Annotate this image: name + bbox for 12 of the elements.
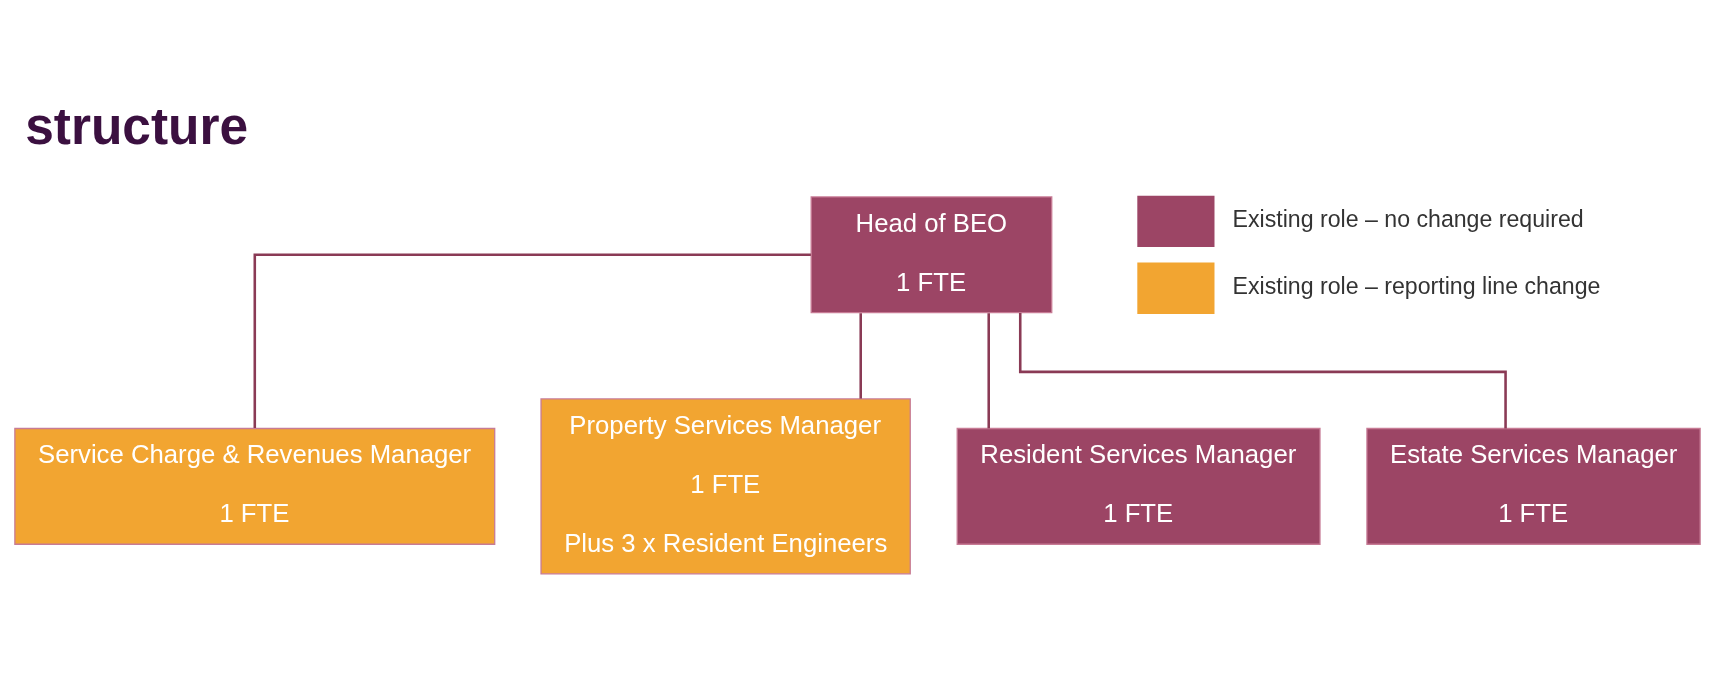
connector: [1018, 313, 1507, 429]
legend-label: Existing role – no change required: [1232, 206, 1584, 233]
legend-label: Existing role – reporting line change: [1232, 272, 1600, 299]
diagram-title: structure: [24, 97, 248, 156]
connector: [858, 313, 862, 399]
connector: [986, 313, 990, 429]
node-box: Resident Services Manager 1 FTE: [956, 427, 1321, 545]
node-box: Service Charge & Revenues Manager 1 FTE: [13, 427, 495, 545]
node-box: Head of BEO 1 FTE: [810, 196, 1052, 314]
node-box: Property Services Manager 1 FTE Plus 3 x Resident Engineers: [539, 398, 911, 575]
connector: [253, 253, 811, 428]
node-box: Estate Services Manager 1 FTE: [1365, 427, 1701, 545]
